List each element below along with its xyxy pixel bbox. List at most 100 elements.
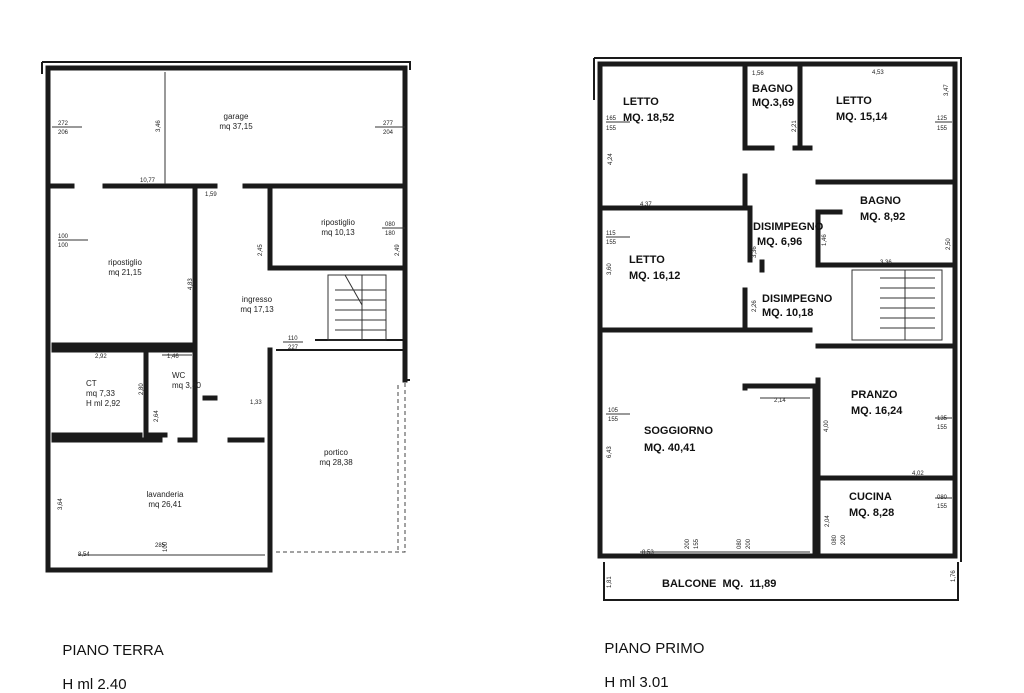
svg-text:200: 200: [841, 534, 847, 545]
first-top-walls: [597, 65, 813, 211]
svg-text:2,64: 2,64: [154, 410, 160, 422]
svg-text:1,56: 1,56: [752, 71, 764, 77]
svg-text:200: 200: [685, 538, 691, 549]
svg-text:4,53: 4,53: [872, 70, 884, 76]
svg-text:272: 272: [58, 121, 69, 127]
svg-text:155: 155: [694, 538, 700, 549]
svg-text:3,36: 3,36: [752, 246, 758, 258]
svg-text:080: 080: [385, 222, 396, 228]
first-living-walls: [742, 343, 958, 559]
svg-text:180: 180: [385, 231, 396, 237]
first-balcony: [603, 562, 959, 601]
svg-text:155: 155: [937, 504, 948, 510]
ground-ripostiglio-wall: [51, 183, 198, 353]
svg-text:2,80: 2,80: [139, 383, 145, 395]
ground-outer-wall-outline: [41, 61, 411, 381]
svg-text:1,46: 1,46: [167, 354, 179, 360]
svg-text:2,26: 2,26: [752, 300, 758, 312]
ground-outer-wall: [45, 65, 408, 573]
svg-text:125: 125: [937, 116, 948, 122]
svg-text:2,04: 2,04: [825, 515, 831, 527]
svg-text:200: 200: [746, 538, 752, 549]
svg-text:155: 155: [608, 417, 619, 423]
svg-text:165: 165: [606, 116, 617, 122]
first-letto3-walls: [597, 205, 813, 333]
svg-text:2,14: 2,14: [774, 398, 786, 404]
svg-text:115: 115: [606, 231, 616, 237]
svg-text:1,33: 1,33: [250, 400, 262, 406]
svg-text:1,46: 1,46: [822, 234, 828, 246]
svg-text:3,36: 3,36: [880, 260, 892, 266]
svg-text:206: 206: [58, 130, 69, 136]
ground-ct-wc-walls: [51, 347, 218, 443]
first-outer-outline: [593, 57, 962, 562]
svg-text:285: 285: [155, 543, 166, 549]
first-dimensions: 1,56 4,53 165 155 4,24 2,21 3,47 125 155…: [606, 70, 957, 588]
first-bagno-walls: [815, 179, 958, 268]
first-floor-caption: PIANO PRIMO H ml 3.01: [596, 623, 704, 691]
svg-text:135: 135: [937, 416, 948, 422]
svg-text:4,24: 4,24: [608, 153, 614, 165]
svg-text:2,21: 2,21: [792, 120, 798, 132]
svg-text:1,59: 1,59: [205, 192, 217, 198]
svg-text:105: 105: [608, 408, 619, 414]
svg-text:3,60: 3,60: [607, 263, 613, 275]
svg-text:080: 080: [832, 534, 838, 545]
balcone-label: BALCONE MQ. 11,89: [662, 578, 776, 590]
svg-text:8,53: 8,53: [642, 550, 654, 556]
svg-text:155: 155: [606, 126, 617, 132]
svg-text:6,43: 6,43: [607, 446, 613, 458]
svg-text:8,54: 8,54: [78, 552, 90, 558]
first-outer-wall: [597, 61, 958, 559]
svg-text:080: 080: [737, 538, 743, 549]
ground-dimension-lines: [52, 126, 405, 556]
first-floor-height: H ml 3.01: [604, 674, 669, 691]
ground-ripostiglio-right-wall: [267, 183, 408, 271]
svg-text:4,37: 4,37: [640, 202, 652, 208]
ground-floor-name: PIANO TERRA: [62, 642, 164, 659]
svg-text:2,50: 2,50: [946, 238, 952, 250]
svg-text:155: 155: [937, 425, 948, 431]
svg-text:227: 227: [288, 345, 299, 351]
svg-text:204: 204: [383, 130, 394, 136]
svg-text:2,49: 2,49: [395, 244, 401, 256]
svg-text:277: 277: [383, 121, 394, 127]
svg-text:3,46: 3,46: [156, 120, 162, 132]
svg-text:2,92: 2,92: [95, 354, 107, 360]
svg-text:4,00: 4,00: [824, 420, 830, 432]
ground-dimensions: 272 206 3,46 277 204 10,77 1,59 100 100 …: [58, 120, 401, 558]
first-dimension-lines: [606, 121, 952, 553]
first-floor-name: PIANO PRIMO: [604, 640, 705, 657]
svg-text:2,45: 2,45: [258, 244, 264, 256]
svg-text:100: 100: [163, 541, 169, 552]
ground-portico-boundary: [276, 380, 406, 553]
svg-text:1,81: 1,81: [607, 576, 613, 588]
svg-text:3,64: 3,64: [58, 498, 64, 510]
ground-floor-height: H ml 2.40: [62, 676, 127, 693]
svg-text:155: 155: [606, 240, 617, 246]
first-stairs: [851, 269, 943, 341]
svg-text:10,77: 10,77: [140, 178, 156, 184]
svg-text:080: 080: [937, 495, 948, 501]
